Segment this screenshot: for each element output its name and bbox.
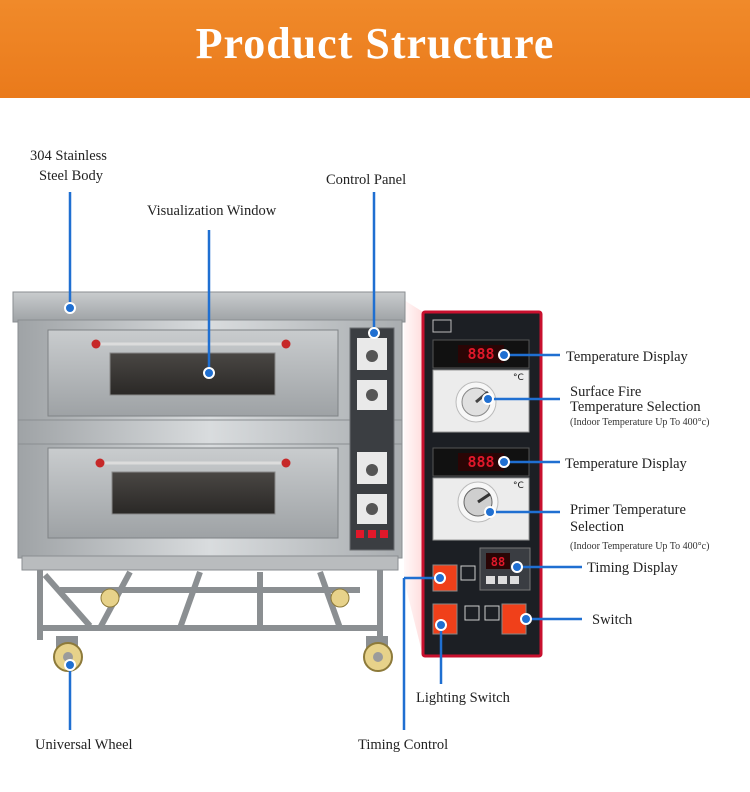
label-surface-fire-line1: Surface Fire bbox=[570, 384, 642, 400]
label-lighting-switch: Lighting Switch bbox=[416, 690, 510, 706]
label-stainless-body-line2: Steel Body bbox=[39, 168, 104, 184]
label-primer-temperature-note: (Indoor Temperature Up To 400°c) bbox=[570, 541, 710, 552]
label-universal-wheel: Universal Wheel bbox=[35, 737, 133, 753]
label-visualization-window: Visualization Window bbox=[147, 203, 277, 219]
svg-text:°C: °C bbox=[513, 373, 524, 383]
label-timing-control: Timing Control bbox=[358, 737, 449, 753]
label-temperature-display-2: Temperature Display bbox=[565, 456, 687, 472]
callout-lines bbox=[68, 192, 582, 730]
control-panel-zoom: 888 °C 888 °C 88 bbox=[421, 310, 543, 658]
svg-text:888: 888 bbox=[467, 453, 494, 471]
page-title: Product Structure bbox=[195, 19, 555, 68]
svg-text:88: 88 bbox=[491, 555, 505, 569]
label-primer-temperature-line2: Selection bbox=[570, 519, 624, 535]
label-primer-temperature-line1: Primer Temperature bbox=[570, 502, 686, 518]
zoom-wedge bbox=[404, 300, 423, 656]
label-control-panel: Control Panel bbox=[326, 172, 407, 188]
label-timing-display: Timing Display bbox=[587, 560, 678, 576]
svg-text:888: 888 bbox=[467, 345, 494, 363]
callout-dots bbox=[64, 302, 532, 671]
oven bbox=[12, 291, 406, 672]
svg-text:°C: °C bbox=[513, 481, 524, 491]
label-surface-fire-note: (Indoor Temperature Up To 400°c) bbox=[570, 417, 710, 428]
label-temperature-display-1: Temperature Display bbox=[566, 349, 688, 365]
header-banner: Product Structure bbox=[0, 0, 750, 98]
label-switch: Switch bbox=[592, 612, 633, 628]
wheels bbox=[53, 588, 393, 672]
label-stainless-body-line1: 304 Stainless bbox=[30, 148, 107, 164]
label-surface-fire-line2: Temperature Selection bbox=[570, 399, 701, 415]
